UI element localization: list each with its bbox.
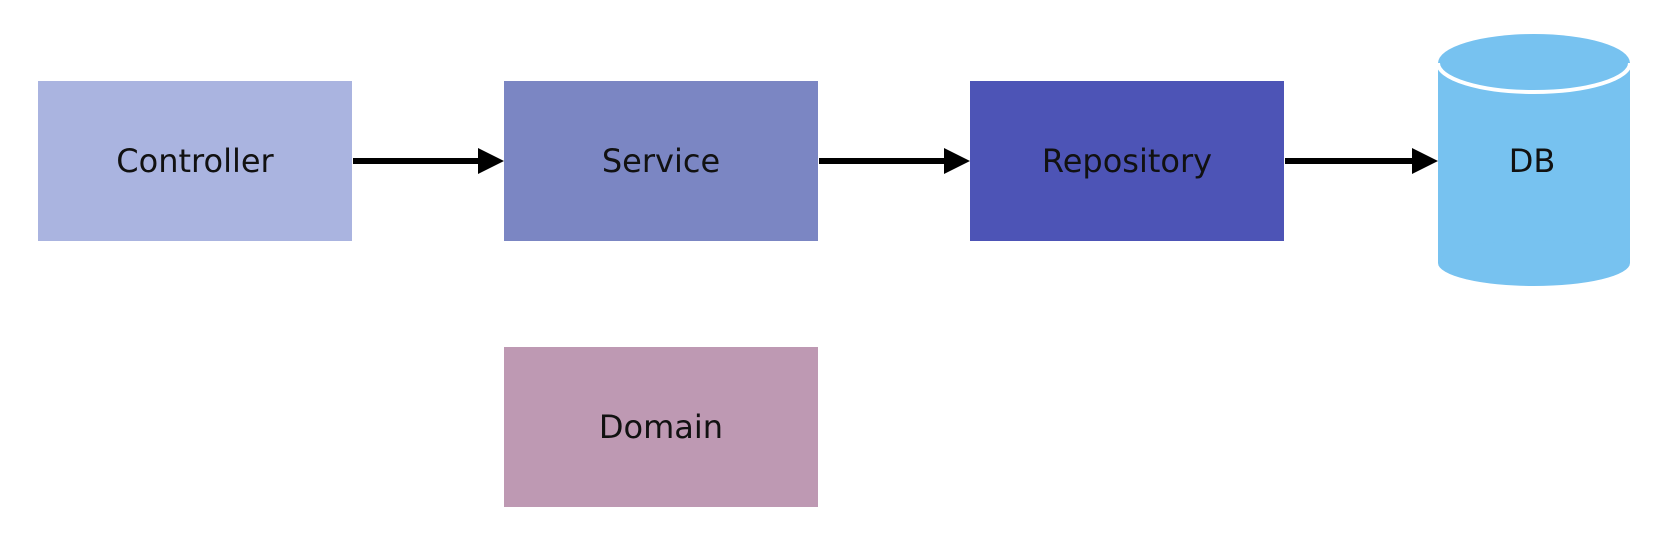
service-label: Service bbox=[601, 142, 721, 180]
controller-box: Controller bbox=[38, 81, 352, 241]
db-cylinder-rim bbox=[1436, 62, 1632, 94]
service-box: Service bbox=[504, 81, 818, 241]
edge-service-to-repository bbox=[819, 148, 970, 174]
repository-box: Repository bbox=[970, 81, 1284, 241]
edge-repository-to-db bbox=[1285, 148, 1438, 174]
edge-controller-to-service bbox=[353, 148, 504, 174]
repository-label: Repository bbox=[1041, 142, 1213, 180]
db-cylinder-body bbox=[1438, 63, 1630, 263]
db-label: DB bbox=[1508, 142, 1556, 180]
domain-box: Domain bbox=[504, 347, 818, 507]
db-label-box: DB bbox=[1436, 81, 1628, 241]
db-cylinder-top bbox=[1438, 34, 1630, 92]
db-cylinder bbox=[1436, 34, 1632, 286]
domain-label: Domain bbox=[598, 408, 724, 446]
db-cylinder-bottom bbox=[1438, 240, 1630, 286]
controller-label: Controller bbox=[116, 142, 274, 180]
